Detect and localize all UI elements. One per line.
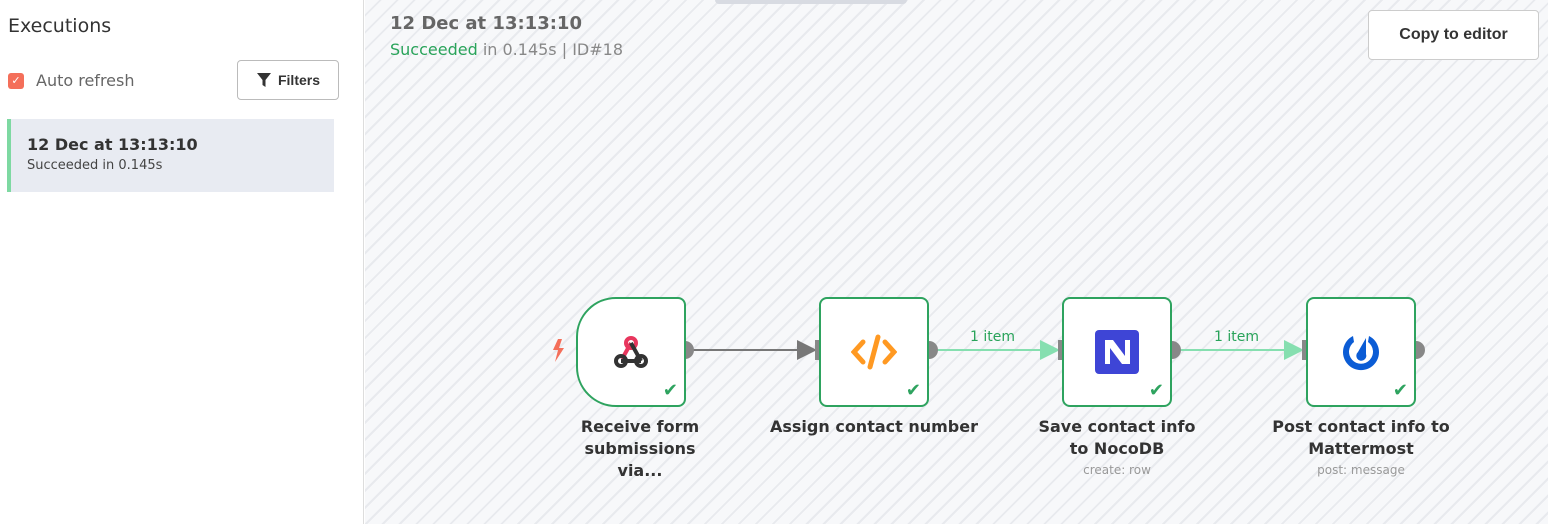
node-code[interactable]: ✔ bbox=[819, 297, 929, 407]
node-nocodb[interactable]: ✔ bbox=[1062, 297, 1172, 407]
mattermost-icon bbox=[1343, 336, 1379, 371]
success-check-icon: ✔ bbox=[1392, 380, 1408, 401]
status-text: Succeeded bbox=[390, 40, 478, 59]
execution-list-item[interactable]: 12 Dec at 13:13:10 Succeeded in 0.145s bbox=[7, 119, 334, 192]
trigger-bolt-icon bbox=[553, 339, 564, 362]
node-subtitle: create: row bbox=[1083, 463, 1151, 477]
copy-to-editor-button[interactable]: Copy to editor bbox=[1368, 10, 1539, 60]
executions-sidebar: Executions ✓ Auto refresh Filters 12 Dec… bbox=[0, 0, 364, 524]
node-mattermost[interactable]: ✔ bbox=[1306, 297, 1416, 407]
duration-id: in 0.145s | ID#18 bbox=[477, 40, 623, 59]
node-label: Receive form submissions via... bbox=[530, 416, 750, 482]
sidebar-title: Executions bbox=[8, 15, 112, 37]
execution-status: Succeeded in 0.145s bbox=[27, 158, 163, 173]
node-label: Post contact info to Mattermost post: mes… bbox=[1251, 416, 1471, 480]
execution-title: 12 Dec at 13:13:10 bbox=[390, 13, 582, 34]
filters-label: Filters bbox=[277, 72, 320, 88]
edge-label: 1 item bbox=[1214, 329, 1259, 345]
filter-icon bbox=[256, 73, 271, 87]
checkbox-checked-icon[interactable]: ✓ bbox=[8, 72, 24, 89]
filters-button[interactable]: Filters bbox=[237, 60, 339, 100]
edge-label: 1 item bbox=[970, 329, 1015, 345]
node-webhook[interactable]: ✔ bbox=[576, 297, 686, 407]
webhook-icon bbox=[614, 336, 648, 368]
execution-summary: Succeeded in 0.145s | ID#18 bbox=[390, 40, 623, 59]
success-check-icon: ✔ bbox=[1148, 380, 1164, 401]
node-label: Save contact info to NocoDB create: row bbox=[1007, 416, 1227, 480]
workflow-canvas[interactable]: 12 Dec at 13:13:10 Succeeded in 0.145s |… bbox=[365, 0, 1548, 524]
nocodb-icon bbox=[1095, 330, 1139, 374]
node-name: Assign contact number bbox=[770, 417, 978, 436]
node-name: Save contact info to NocoDB bbox=[1038, 417, 1196, 458]
node-name: Receive form submissions via... bbox=[580, 417, 700, 480]
code-icon bbox=[851, 334, 897, 370]
node-subtitle: post: message bbox=[1317, 463, 1405, 477]
node-label: Assign contact number bbox=[764, 416, 984, 438]
success-check-icon: ✔ bbox=[662, 380, 678, 401]
auto-refresh-toggle[interactable]: ✓ Auto refresh bbox=[8, 71, 134, 90]
success-check-icon: ✔ bbox=[905, 380, 921, 401]
execution-time: 12 Dec at 13:13:10 bbox=[27, 135, 198, 154]
auto-refresh-label: Auto refresh bbox=[36, 71, 135, 90]
node-name: Post contact info to Mattermost bbox=[1272, 417, 1450, 458]
top-tab-handle bbox=[715, 0, 907, 4]
